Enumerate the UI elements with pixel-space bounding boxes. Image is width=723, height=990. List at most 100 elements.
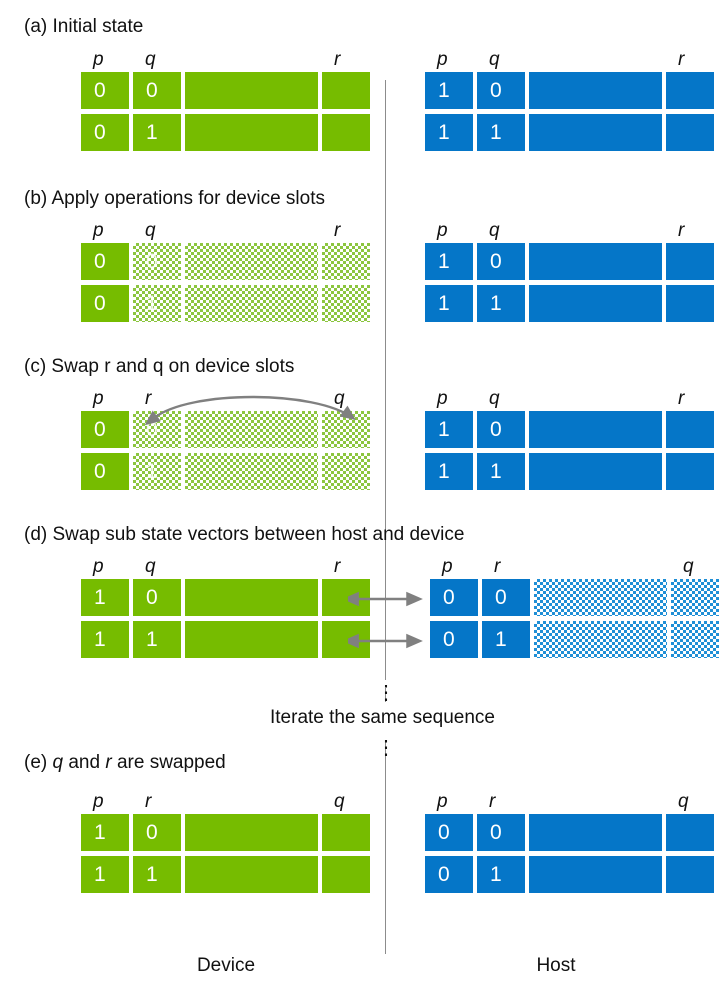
- host-footer-label: Host: [536, 955, 576, 976]
- cell-p-row0: 1: [425, 72, 473, 109]
- panel-e-device-block: p r q 1 0 1 1: [81, 790, 370, 893]
- col-label-r: r: [334, 220, 341, 241]
- device-host-divider-bottom: [385, 742, 386, 954]
- cell-mid-row0: [185, 814, 318, 851]
- col-label-q: q: [334, 791, 345, 812]
- panel-c-host-grid: 1 0 1 1: [425, 411, 714, 490]
- cell-p-row0: 1: [81, 579, 129, 616]
- panel-e-title-r: r: [105, 752, 112, 773]
- cell-mid-row0: [185, 579, 318, 616]
- cell-q-row0: [671, 579, 719, 616]
- col-label-p: p: [93, 791, 104, 812]
- col-label-q: q: [489, 388, 500, 409]
- col-label-q: q: [678, 791, 689, 812]
- cell-r-row0: 0: [477, 814, 525, 851]
- panel-e-title-suffix: are swapped: [111, 752, 226, 773]
- panel-e-title: (e) q and r are swapped: [24, 752, 226, 774]
- cell-p-row1: 1: [425, 285, 473, 322]
- cell-q-row0: 0: [477, 72, 525, 109]
- cell-r-row0: 0: [133, 814, 181, 851]
- cell-q-row1: 1: [133, 285, 181, 322]
- panel-d-host-grid: 0 0 0 1: [430, 579, 719, 658]
- cell-q-row1: 1: [133, 621, 181, 658]
- col-label-r: r: [678, 388, 685, 409]
- cell-r-row1: [666, 285, 714, 322]
- cell-q-row1: [666, 856, 714, 893]
- cell-p-row1: 0: [81, 285, 129, 322]
- col-label-q: q: [145, 49, 156, 70]
- cell-r-row1: [666, 114, 714, 151]
- cell-mid-row1: [185, 621, 318, 658]
- cell-p-row1: 0: [81, 114, 129, 151]
- cell-p-row1: 1: [425, 114, 473, 151]
- panel-e-title-prefix: (e): [24, 752, 53, 773]
- cell-mid-row1: [185, 453, 318, 490]
- cell-q-row0: [322, 814, 370, 851]
- panel-a-device-labels: p q r: [81, 48, 370, 72]
- ellipsis-above-iterate: ⋮: [376, 682, 396, 704]
- cell-p-row0: 0: [81, 411, 129, 448]
- cell-mid-row1: [185, 856, 318, 893]
- cell-mid-row0: [529, 243, 662, 280]
- panel-b-host-labels: p q r: [425, 219, 714, 243]
- cell-r-row0: [666, 243, 714, 280]
- cell-p-row1: 0: [425, 856, 473, 893]
- panel-e-title-q: q: [52, 752, 64, 773]
- cell-r-row0: [322, 243, 370, 280]
- col-label-r: r: [494, 556, 501, 577]
- col-label-r: r: [489, 791, 496, 812]
- panel-c-device-labels: p r q: [81, 387, 370, 411]
- cell-p-row1: 0: [81, 453, 129, 490]
- panel-a-device-grid: 0 0 0 1: [81, 72, 370, 151]
- col-label-q: q: [683, 556, 694, 577]
- device-host-divider-mid: [385, 688, 386, 702]
- col-label-p: p: [437, 388, 448, 409]
- panel-c-host-block: p q r 1 0 1 1: [425, 387, 714, 490]
- cell-p-row0: 1: [425, 243, 473, 280]
- cell-mid-row0: [529, 411, 662, 448]
- cell-q-row0: 0: [133, 72, 181, 109]
- cell-p-row0: 0: [425, 814, 473, 851]
- panel-b-device-grid: 0 0 0 1: [81, 243, 370, 322]
- panel-b-host-block: p q r 1 0 1 1: [425, 219, 714, 322]
- cell-q-row1: [322, 856, 370, 893]
- cell-mid-row0: [529, 814, 662, 851]
- cell-mid-row0: [534, 579, 667, 616]
- col-label-p: p: [437, 220, 448, 241]
- cell-q-row1: 1: [477, 114, 525, 151]
- cell-p-row0: 0: [430, 579, 478, 616]
- cell-r-row1: 1: [477, 856, 525, 893]
- panel-d-device-block: p q r 1 0 1 1: [81, 555, 370, 658]
- panel-e-host-grid: 0 0 0 1: [425, 814, 714, 893]
- cell-mid-row0: [185, 243, 318, 280]
- col-label-q: q: [489, 49, 500, 70]
- cell-r-row1: [666, 453, 714, 490]
- cell-r-row0: [666, 411, 714, 448]
- cell-q-row1: [671, 621, 719, 658]
- col-label-r: r: [145, 388, 152, 409]
- cell-mid-row1: [185, 285, 318, 322]
- cell-q-row0: [666, 814, 714, 851]
- panel-b-title: (b) Apply operations for device slots: [24, 188, 325, 209]
- cell-q-row0: 0: [477, 243, 525, 280]
- cell-q-row0: 0: [133, 579, 181, 616]
- ellipsis-below-iterate: ⋮: [376, 737, 396, 759]
- col-label-q: q: [145, 556, 156, 577]
- panel-a-host-grid: 1 0 1 1: [425, 72, 714, 151]
- panel-e-title-and: and: [63, 752, 106, 773]
- panel-e-host-block: p r q 0 0 0 1: [425, 790, 714, 893]
- cell-q-row1: 1: [477, 285, 525, 322]
- cell-p-row1: 1: [425, 453, 473, 490]
- cell-mid-row1: [529, 285, 662, 322]
- panel-b-device-block: p q r 0 0 0 1: [81, 219, 370, 322]
- panel-d-device-labels: p q r: [81, 555, 370, 579]
- cell-q-row1: 1: [477, 453, 525, 490]
- cell-r-row0: [322, 72, 370, 109]
- col-label-p: p: [93, 556, 104, 577]
- cell-p-row1: 1: [81, 856, 129, 893]
- iterate-caption: Iterate the same sequence: [270, 707, 495, 728]
- cell-p-row1: 1: [81, 621, 129, 658]
- col-label-p: p: [93, 49, 104, 70]
- cell-r-row1: [322, 285, 370, 322]
